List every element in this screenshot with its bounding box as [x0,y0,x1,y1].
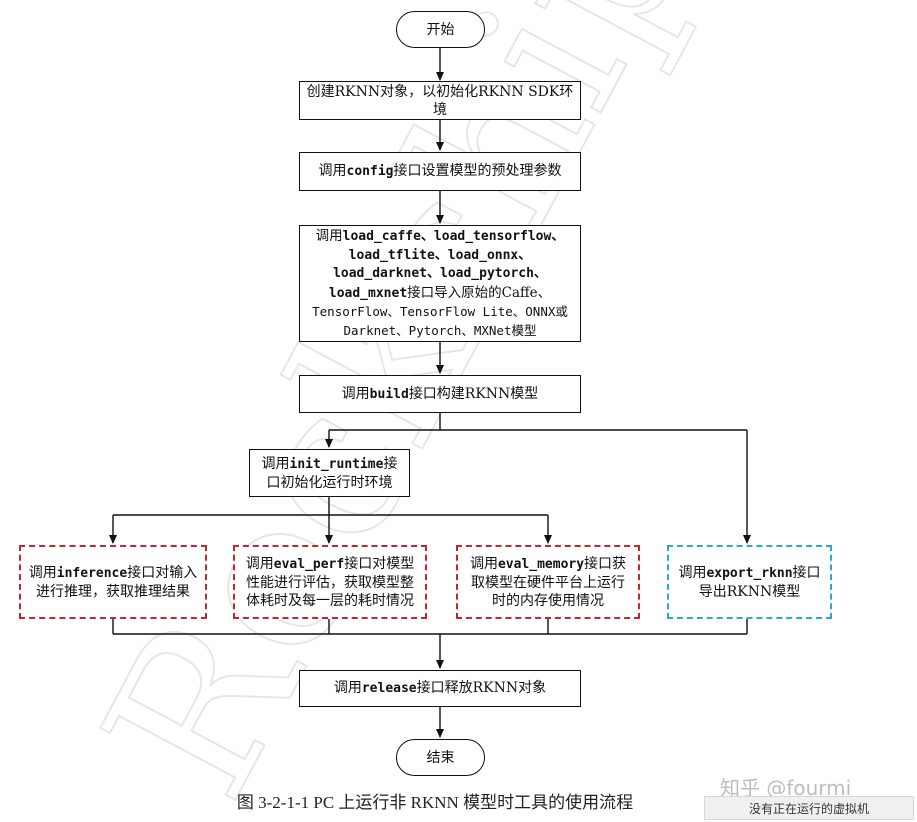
perf-line-1: 调用eval_perf接口对模型 [245,555,415,572]
vm-status-bar[interactable]: 没有正在运行的虚拟机 [704,796,914,820]
init-line-1: 调用init_runtime接 [261,455,398,472]
load-line-4: load_mxnet接口导入原始的Caffe、 [328,284,552,301]
memory-line-3: 时的内存使用情况 [492,592,604,609]
load-line-5: TensorFlow、TensorFlow Lite、ONNX或 [312,304,568,319]
create-rknn-label: 创建RKNN对象，以初始化RKNN SDK环境 [306,83,574,118]
load-model-node: 调用load_caffe、load_tensorflow、 load_tflit… [299,225,581,342]
export-line-2: 导出RKNN模型 [698,583,801,600]
build-label: 调用build接口构建RKNN模型 [341,385,539,402]
eval-memory-node: 调用eval_memory接口获 取模型在硬件平台上运行 时的内存使用情况 [456,545,640,619]
start-label: 开始 [426,21,455,38]
figure-caption: 图 3-2-1-1 PC 上运行非 RKNN 模型时工具的使用流程 [236,793,634,812]
load-line-3: load_darknet、load_pytorch、 [333,266,547,281]
release-node: 调用release接口释放RKNN对象 [299,670,581,707]
load-line-1: 调用load_caffe、load_tensorflow、 [315,228,565,244]
memory-line-1: 调用eval_memory接口获 [469,555,627,572]
end-node: 结束 [396,739,485,776]
perf-line-3: 体耗时及每一层的耗时情况 [246,592,414,609]
init-runtime-node: 调用init_runtime接 口初始化运行时环境 [249,449,410,497]
memory-line-2: 取模型在硬件平台上运行 [471,574,625,591]
export-line-1: 调用export_rknn接口 [678,564,821,581]
load-line-6: Darknet、Pytorch、MXNet模型 [343,322,537,338]
inference-node: 调用inference接口对输入 进行推理，获取推理结果 [19,545,207,619]
export-rknn-node: 调用export_rknn接口 导出RKNN模型 [667,545,832,619]
create-rknn-node: 创建RKNN对象，以初始化RKNN SDK环境 [299,81,581,120]
perf-line-2: 性能进行评估，获取模型整 [246,574,414,591]
load-line-2: load_tflite、load_onnx、 [348,247,532,263]
start-node: 开始 [396,11,485,48]
eval-perf-node: 调用eval_perf接口对模型 性能进行评估，获取模型整 体耗时及每一层的耗时… [233,545,427,619]
build-node: 调用build接口构建RKNN模型 [299,375,581,413]
inference-line-1: 调用inference接口对输入 [28,564,198,581]
inference-line-2: 进行推理，获取推理结果 [36,583,190,600]
config-label: 调用config接口设置模型的预处理参数 [318,163,562,179]
release-label: 调用release接口释放RKNN对象 [333,680,547,696]
config-node: 调用config接口设置模型的预处理参数 [299,152,581,191]
end-label: 结束 [426,749,455,766]
init-line-2: 口初始化运行时环境 [266,474,393,491]
